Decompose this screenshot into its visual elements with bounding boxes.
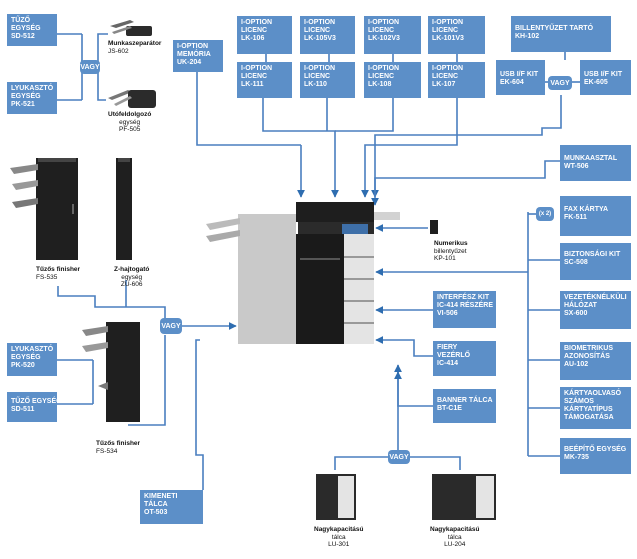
finisher-fs535-image [8,154,80,262]
main-mfp-image [202,196,402,352]
finisher-fs534-image [80,316,142,424]
or-pill-usb: VAGY [548,76,572,90]
z-folder-zu606-image [114,154,134,262]
post-processing-unit-image [106,84,158,110]
or-pill-bottom: VAGY [388,450,410,464]
large-capacity-tray-lu204-image [430,472,498,522]
times-two-pill: (x 2) [536,207,554,221]
or-pill-top: VAGY [80,60,100,74]
numeric-keypad-image [428,218,440,236]
or-pill-mid: VAGY [160,318,182,334]
large-capacity-tray-lu301-image [314,472,358,522]
job-separator-image [108,18,154,38]
